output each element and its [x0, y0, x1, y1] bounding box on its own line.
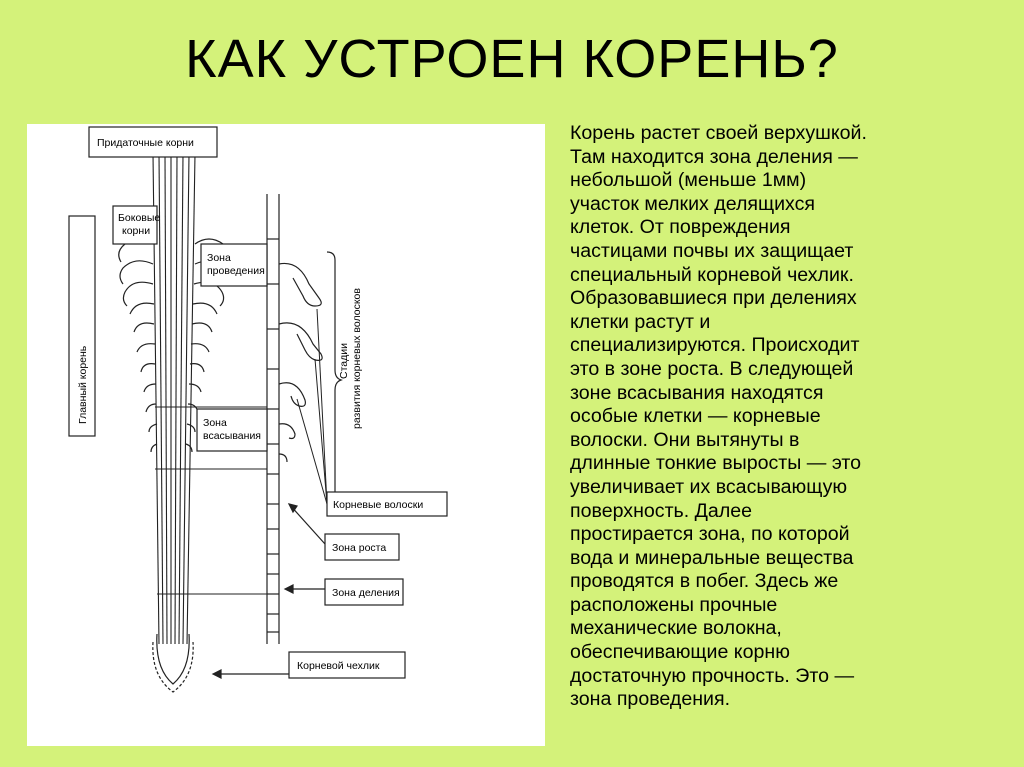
hair-stages-label-line1: Стадии	[338, 343, 350, 379]
root-cap-label: Корневой чехлик	[297, 660, 380, 672]
adventitious-roots-label: Придаточные корни	[97, 137, 194, 149]
slide-title: КАК УСТРОЕН КОРЕНЬ?	[0, 28, 1024, 90]
hair-stages-label-line2: развития корневых волосков	[351, 288, 363, 429]
text-line: клеток. От повреждения	[570, 216, 1010, 240]
text-line: достаточную прочность. Это —	[570, 665, 1010, 689]
text-line: расположены прочные	[570, 594, 1010, 618]
root-hairs-label: Корневые волоски	[333, 499, 423, 511]
text-line: зона проведения.	[570, 688, 1010, 712]
cell-column	[267, 194, 279, 644]
lateral-roots-label-line2: корни	[122, 225, 150, 237]
text-line: механические волокна,	[570, 617, 1010, 641]
text-line: участок мелких делящихся	[570, 193, 1010, 217]
text-line: обеспечивающие корню	[570, 641, 1010, 665]
text-line: Образовавшиеся при делениях	[570, 287, 1010, 311]
text-line: частицами почвы их защищает	[570, 240, 1010, 264]
stages-brace	[327, 252, 341, 508]
text-line: клетки растут и	[570, 311, 1010, 335]
text-line: вода и минеральные вещества	[570, 547, 1010, 571]
conduction-zone-label-line1: Зона	[207, 252, 231, 264]
text-line: зоне всасывания находятся	[570, 382, 1010, 406]
main-root-shaft	[153, 154, 195, 644]
text-line: поверхность. Далее	[570, 500, 1010, 524]
text-line: особые клетки — корневые	[570, 405, 1010, 429]
text-line: это в зоне роста. В следующей	[570, 358, 1010, 382]
text-line: длинные тонкие выросты — это	[570, 452, 1010, 476]
explanation-text: Корень растет своей верхушкой.Там находи…	[570, 122, 1010, 712]
conduction-zone-label-line2: проведения	[207, 265, 265, 277]
text-line: проводятся в побег. Здесь же	[570, 570, 1010, 594]
text-line: Корень растет своей верхушкой.	[570, 122, 1010, 146]
division-zone-label: Зона деления	[332, 587, 400, 599]
text-line: простирается зона, по которой	[570, 523, 1010, 547]
text-line: специальный корневой чехлик.	[570, 264, 1010, 288]
absorption-zone-label-line2: всасывания	[203, 430, 261, 442]
text-line: Там находится зона деления —	[570, 146, 1010, 170]
text-line: увеличивает их всасывающую	[570, 476, 1010, 500]
main-root-label: Главный корень	[77, 345, 89, 424]
absorption-zone-label-line1: Зона	[203, 417, 227, 429]
text-line: специализируются. Происходит	[570, 334, 1010, 358]
text-line: волоски. Они вытянуты в	[570, 429, 1010, 453]
text-line: небольшой (меньше 1мм)	[570, 169, 1010, 193]
growth-zone-label: Зона роста	[332, 542, 386, 554]
root-structure-diagram: Придаточные корни Боковые корни Главный …	[27, 124, 545, 746]
lateral-roots-label-line1: Боковые	[118, 212, 160, 224]
